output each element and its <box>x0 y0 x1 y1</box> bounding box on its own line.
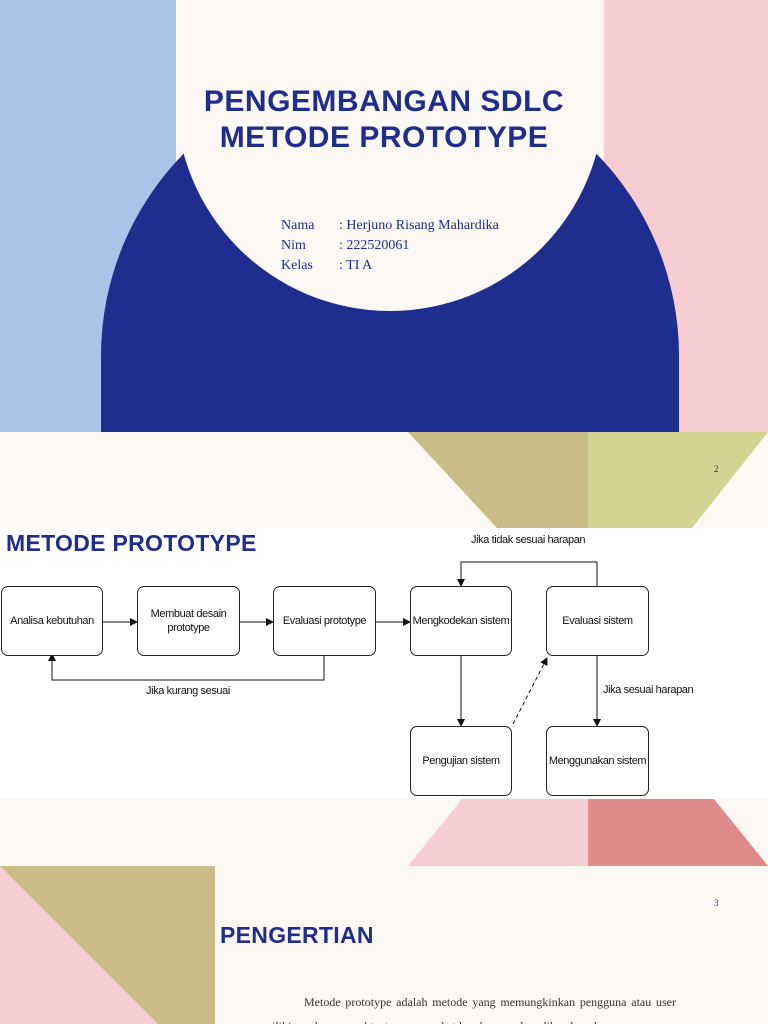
info-row-nim: Nim : 222520061 <box>281 238 409 254</box>
info-key: Nama <box>281 218 315 233</box>
node-membuat-desain: Membuat desain prototype <box>137 586 240 656</box>
cream-circle-top <box>176 0 604 311</box>
label-sesuai-harapan: Jika sesuai harapan <box>603 684 694 696</box>
definition-paragraph: Metode prototype adalah metode yang memu… <box>248 995 676 1024</box>
page-number: 3 <box>714 898 719 908</box>
info-row-nama: Nama : Herjuno Risang Mahardika <box>281 218 499 234</box>
node-mengkodekan-sistem: Mengkodekan sistem <box>410 586 512 656</box>
node-pengujian-sistem: Pengujian sistem <box>410 726 512 796</box>
label-kurang-sesuai: Jika kurang sesuai <box>146 685 230 697</box>
info-value: : Herjuno Risang Mahardika <box>339 218 499 233</box>
prototype-flow-diagram: Analisa kebutuhan Membuat desain prototy… <box>0 528 768 798</box>
info-value: : 222520061 <box>339 238 410 253</box>
slide2-background-shapes <box>408 432 768 866</box>
info-row-kelas: Kelas : TI A <box>281 258 372 274</box>
node-evaluasi-prototype: Evaluasi prototype <box>273 586 376 656</box>
slide-title: PENGEMBANGAN SDLC METODE PROTOTYPE Nama:… <box>0 0 768 432</box>
slide-metode-prototype: 2 Analisa kebutuhan Membuat desain proto… <box>0 432 768 866</box>
olive-diagonal-panel <box>0 866 215 1024</box>
slide2-heading: METODE PROTOTYPE <box>6 530 257 556</box>
lime-triangle <box>588 432 768 528</box>
olive-triangle <box>408 432 588 528</box>
slide3-heading: PENGERTIAN <box>220 922 374 948</box>
slide1-background-shapes <box>0 0 768 432</box>
node-menggunakan-sistem: Menggunakan sistem <box>546 726 649 796</box>
node-evaluasi-sistem: Evaluasi sistem <box>546 586 649 656</box>
arrow-pengujian-to-evaluasi <box>512 657 548 725</box>
slide-pengertian: 3 PENGERTIAN Metode prototype adalah met… <box>0 866 768 1024</box>
pink-trapezoid <box>408 799 588 866</box>
feedback-tidak-sesuai <box>457 561 598 587</box>
rose-trapezoid <box>588 799 768 866</box>
slide3-background-shapes <box>0 866 215 1024</box>
node-analisa-kebutuhan: Analisa kebutuhan <box>1 586 103 656</box>
info-key: Nim <box>281 238 306 253</box>
diagram-connectors <box>48 561 601 727</box>
label-tidak-sesuai: Jika tidak sesuai harapan <box>471 534 586 546</box>
info-value: : TI A <box>339 258 373 273</box>
presentation-title: PENGEMBANGAN SDLC METODE PROTOTYPE <box>203 85 565 154</box>
feedback-kurang-sesuai <box>48 653 325 681</box>
page-number: 2 <box>714 464 719 474</box>
info-key: Kelas <box>281 258 313 273</box>
